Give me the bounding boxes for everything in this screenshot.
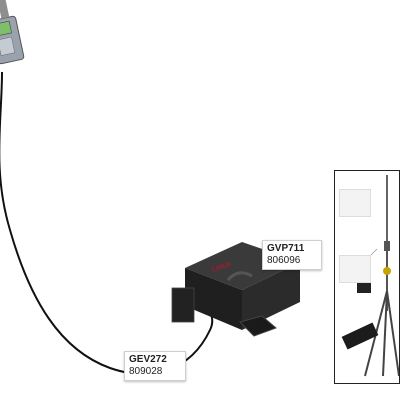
inset-note-middle [339,255,371,283]
bag-part-label: GVP711 806096 [262,240,322,270]
setup-inset-panel [334,170,400,384]
cable-part-name: GEV272 [129,354,167,365]
cable-line [0,71,214,375]
cable-part-label: GEV272 809028 [124,351,186,381]
tripod-icon [364,251,399,377]
bag-part-name: GVP711 [267,243,305,254]
inset-note-top [339,189,371,217]
inset-case-icon [341,322,379,350]
inset-bag-icon [357,283,371,293]
handheld-controller-icon [0,0,25,65]
bag-part-number: 806096 [267,255,301,266]
cable-part-number: 809028 [129,366,163,377]
